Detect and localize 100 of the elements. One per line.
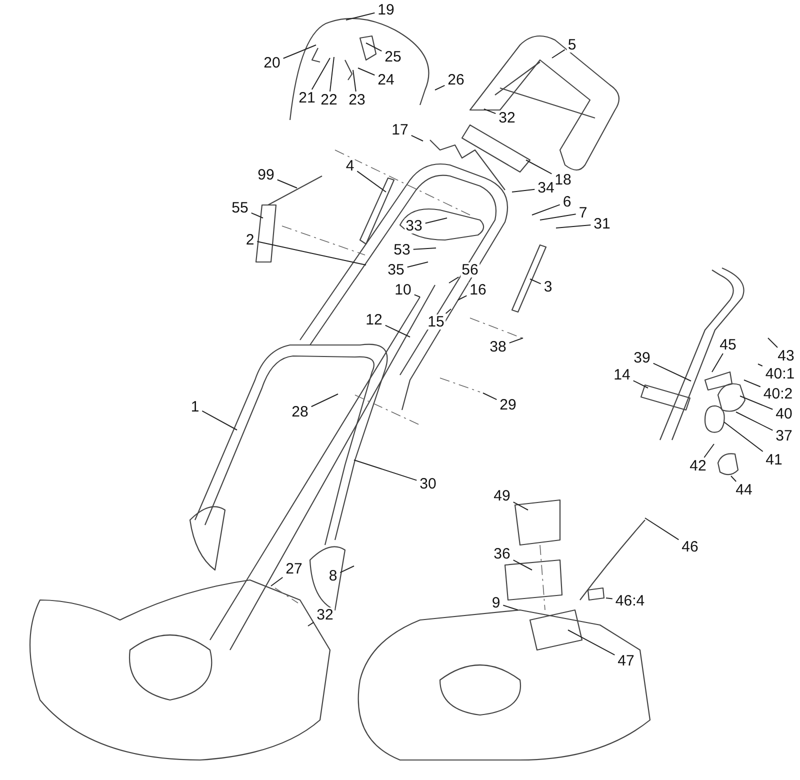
leader-line — [526, 160, 552, 174]
leader-line — [424, 218, 448, 224]
leader-line — [310, 394, 338, 408]
callout-number: 22 — [320, 92, 338, 108]
leader-line — [552, 49, 566, 58]
leader-line — [458, 295, 468, 300]
callout-number: 39 — [632, 350, 652, 366]
callout-number: 28 — [290, 404, 310, 420]
leader-line — [712, 353, 724, 372]
callout-number: 36 — [492, 546, 512, 562]
callout-number: 40:2 — [762, 386, 794, 402]
leader-line — [730, 476, 737, 482]
leader-line — [724, 422, 764, 452]
callout-number: 14 — [612, 368, 632, 382]
callout-number: 12 — [364, 312, 384, 328]
callout-number: 53 — [392, 242, 412, 258]
callout-number: 46 — [680, 540, 700, 554]
leader-line — [410, 134, 424, 142]
callout-number: 56 — [460, 262, 480, 278]
leader-line — [758, 364, 763, 366]
leader-line — [704, 444, 714, 458]
callout-number: 8 — [328, 568, 338, 584]
callout-number: 19 — [376, 2, 396, 18]
leader-line — [356, 170, 386, 192]
callout-number: 38 — [488, 340, 508, 354]
leader-line — [445, 308, 452, 314]
leader-line — [340, 566, 354, 574]
callout-number: 34 — [536, 180, 556, 196]
callout-number: 47 — [616, 654, 636, 668]
callout-number: 49 — [492, 488, 512, 504]
leader-line — [530, 278, 542, 284]
callout-number: 17 — [390, 122, 410, 138]
leader-line — [276, 179, 298, 188]
callout-number: 37 — [774, 428, 794, 444]
callout-number: 21 — [298, 90, 316, 106]
leader-line — [308, 622, 314, 626]
callout-number: 41 — [764, 452, 784, 468]
callout-number: 55 — [230, 200, 250, 216]
leader-line — [568, 630, 616, 656]
leader-line — [632, 380, 648, 388]
leader-line — [744, 380, 761, 388]
leader-line — [484, 108, 496, 114]
callout-number: 46:4 — [614, 594, 646, 608]
callout-number: 10 — [394, 282, 412, 298]
leader-line — [270, 576, 284, 586]
callout-number: 20 — [262, 56, 282, 70]
leader-line — [352, 70, 356, 92]
callout-number: 31 — [592, 216, 612, 232]
leader-line — [512, 560, 532, 570]
leader-line — [736, 412, 774, 431]
leader-line — [414, 294, 420, 298]
callout-number: 44 — [734, 482, 754, 498]
leader-line — [512, 188, 536, 192]
leader-line — [256, 241, 366, 266]
callout-number: 5 — [566, 38, 578, 52]
callout-number: 15 — [426, 314, 446, 330]
leader-line — [606, 598, 613, 600]
leader-line — [652, 362, 692, 382]
leader-line — [448, 276, 460, 284]
callout-number: 27 — [284, 562, 304, 576]
callout-number: 26 — [446, 72, 466, 88]
leader-line — [330, 56, 334, 92]
callout-number: 6 — [562, 194, 572, 210]
callout-number: 32 — [316, 608, 334, 622]
callout-number: 25 — [384, 50, 402, 64]
leader-line — [406, 262, 428, 268]
leader-line — [740, 396, 774, 410]
leader-line — [482, 392, 498, 400]
callout-number: 3 — [542, 280, 554, 294]
callout-number: 33 — [404, 218, 424, 234]
callout-number: 4 — [344, 158, 356, 174]
callout-number: 9 — [490, 596, 502, 610]
callout-number: 24 — [376, 72, 396, 88]
leader-line — [202, 410, 238, 430]
callout-number: 99 — [256, 168, 276, 182]
callout-number: 1 — [190, 400, 200, 414]
callout-number: 7 — [578, 206, 588, 220]
callout-number: 23 — [348, 92, 366, 108]
callout-number: 35 — [386, 262, 406, 278]
leader-line — [366, 42, 382, 52]
leader-line — [250, 212, 264, 218]
leader-line — [512, 502, 528, 510]
leader-line — [540, 214, 576, 220]
leader-line — [502, 604, 518, 610]
callout-number: 43 — [776, 348, 796, 364]
callout-number: 40:1 — [764, 366, 796, 382]
leader-line — [282, 44, 316, 59]
leader-line — [311, 58, 330, 90]
callout-number: 18 — [554, 172, 572, 188]
callout-number: 30 — [418, 476, 438, 492]
leader-line — [412, 248, 436, 250]
leader-line — [434, 84, 446, 90]
callout-number: 29 — [498, 398, 518, 412]
callout-number: 42 — [688, 458, 708, 474]
leader-line — [354, 460, 418, 481]
callout-number: 45 — [718, 338, 738, 352]
callout-number: 16 — [468, 282, 488, 298]
leader-line — [532, 204, 560, 216]
callout-number: 2 — [244, 232, 256, 248]
callout-number: 40 — [774, 406, 794, 422]
